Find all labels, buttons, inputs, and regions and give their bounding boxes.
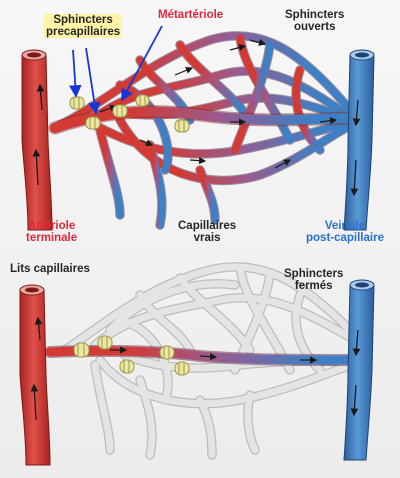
sphincter-closed-5: [174, 361, 190, 376]
bottom-arteriole: [19, 284, 51, 466]
label-veinule-line2: post-capillaire: [306, 232, 384, 244]
top-flow-arrows: [99, 38, 338, 169]
label-lits-capillaires: Lits capillaires: [10, 263, 90, 275]
sphincter-open-2: [85, 116, 101, 130]
label-veinule-post-capillaire: Veinule post-capillaire: [306, 220, 384, 244]
bottom-venule: [343, 279, 375, 461]
label-metarteriole: Métartériole: [158, 9, 223, 21]
sphincter-closed-3: [119, 359, 135, 374]
top-arteriole: [21, 49, 53, 231]
pointer-arrows: [69, 25, 163, 115]
sphincter-open-4: [135, 94, 150, 107]
bottom-capillary-network: [44, 262, 360, 460]
label-arteriole-line2: terminale: [26, 232, 78, 244]
label-capillaires-line2: vrais: [193, 232, 221, 244]
sphincter-closed-1: [73, 342, 90, 358]
sphincter-open-1: [69, 96, 85, 110]
label-arteriole-terminale: Artériole terminale: [26, 220, 77, 244]
label-sphincters-fermes: Sphincters fermés: [284, 268, 343, 292]
label-sphincters-line2: precapillaires: [44, 26, 123, 38]
top-venule: [343, 49, 375, 231]
label-lits-text: Lits capillaires: [10, 263, 90, 275]
label-metarteriole-text: Métartériole: [158, 9, 224, 21]
sphincter-closed-2: [97, 335, 113, 350]
label-sphincters-ouverts: Sphincters ouverts: [285, 9, 344, 33]
label-ouverts-line2: ouverts: [293, 21, 336, 33]
bottom-sphincters: [73, 335, 190, 376]
top-capillary-network: [48, 31, 360, 230]
label-ouverts-line1: Sphincters: [285, 9, 345, 21]
label-veinule-line1: Veinule: [324, 220, 366, 232]
sphincter-open-5: [174, 119, 190, 133]
bottom-flow-arrows: [110, 346, 318, 364]
label-sphincters-line1: Sphincters: [44, 14, 123, 26]
sphincter-open-3: [112, 104, 128, 118]
label-capillaires-line1: Capillaires: [178, 220, 237, 232]
label-sphincters-precapillaires: Sphincters precapillaires: [44, 14, 123, 38]
sphincter-closed-4: [159, 345, 175, 360]
label-fermes-line2: fermés: [294, 280, 333, 292]
label-capillaires-vrais: Capillaires vrais: [178, 220, 236, 244]
label-arteriole-line1: Artériole: [27, 220, 76, 232]
label-fermes-line1: Sphincters: [284, 268, 344, 280]
